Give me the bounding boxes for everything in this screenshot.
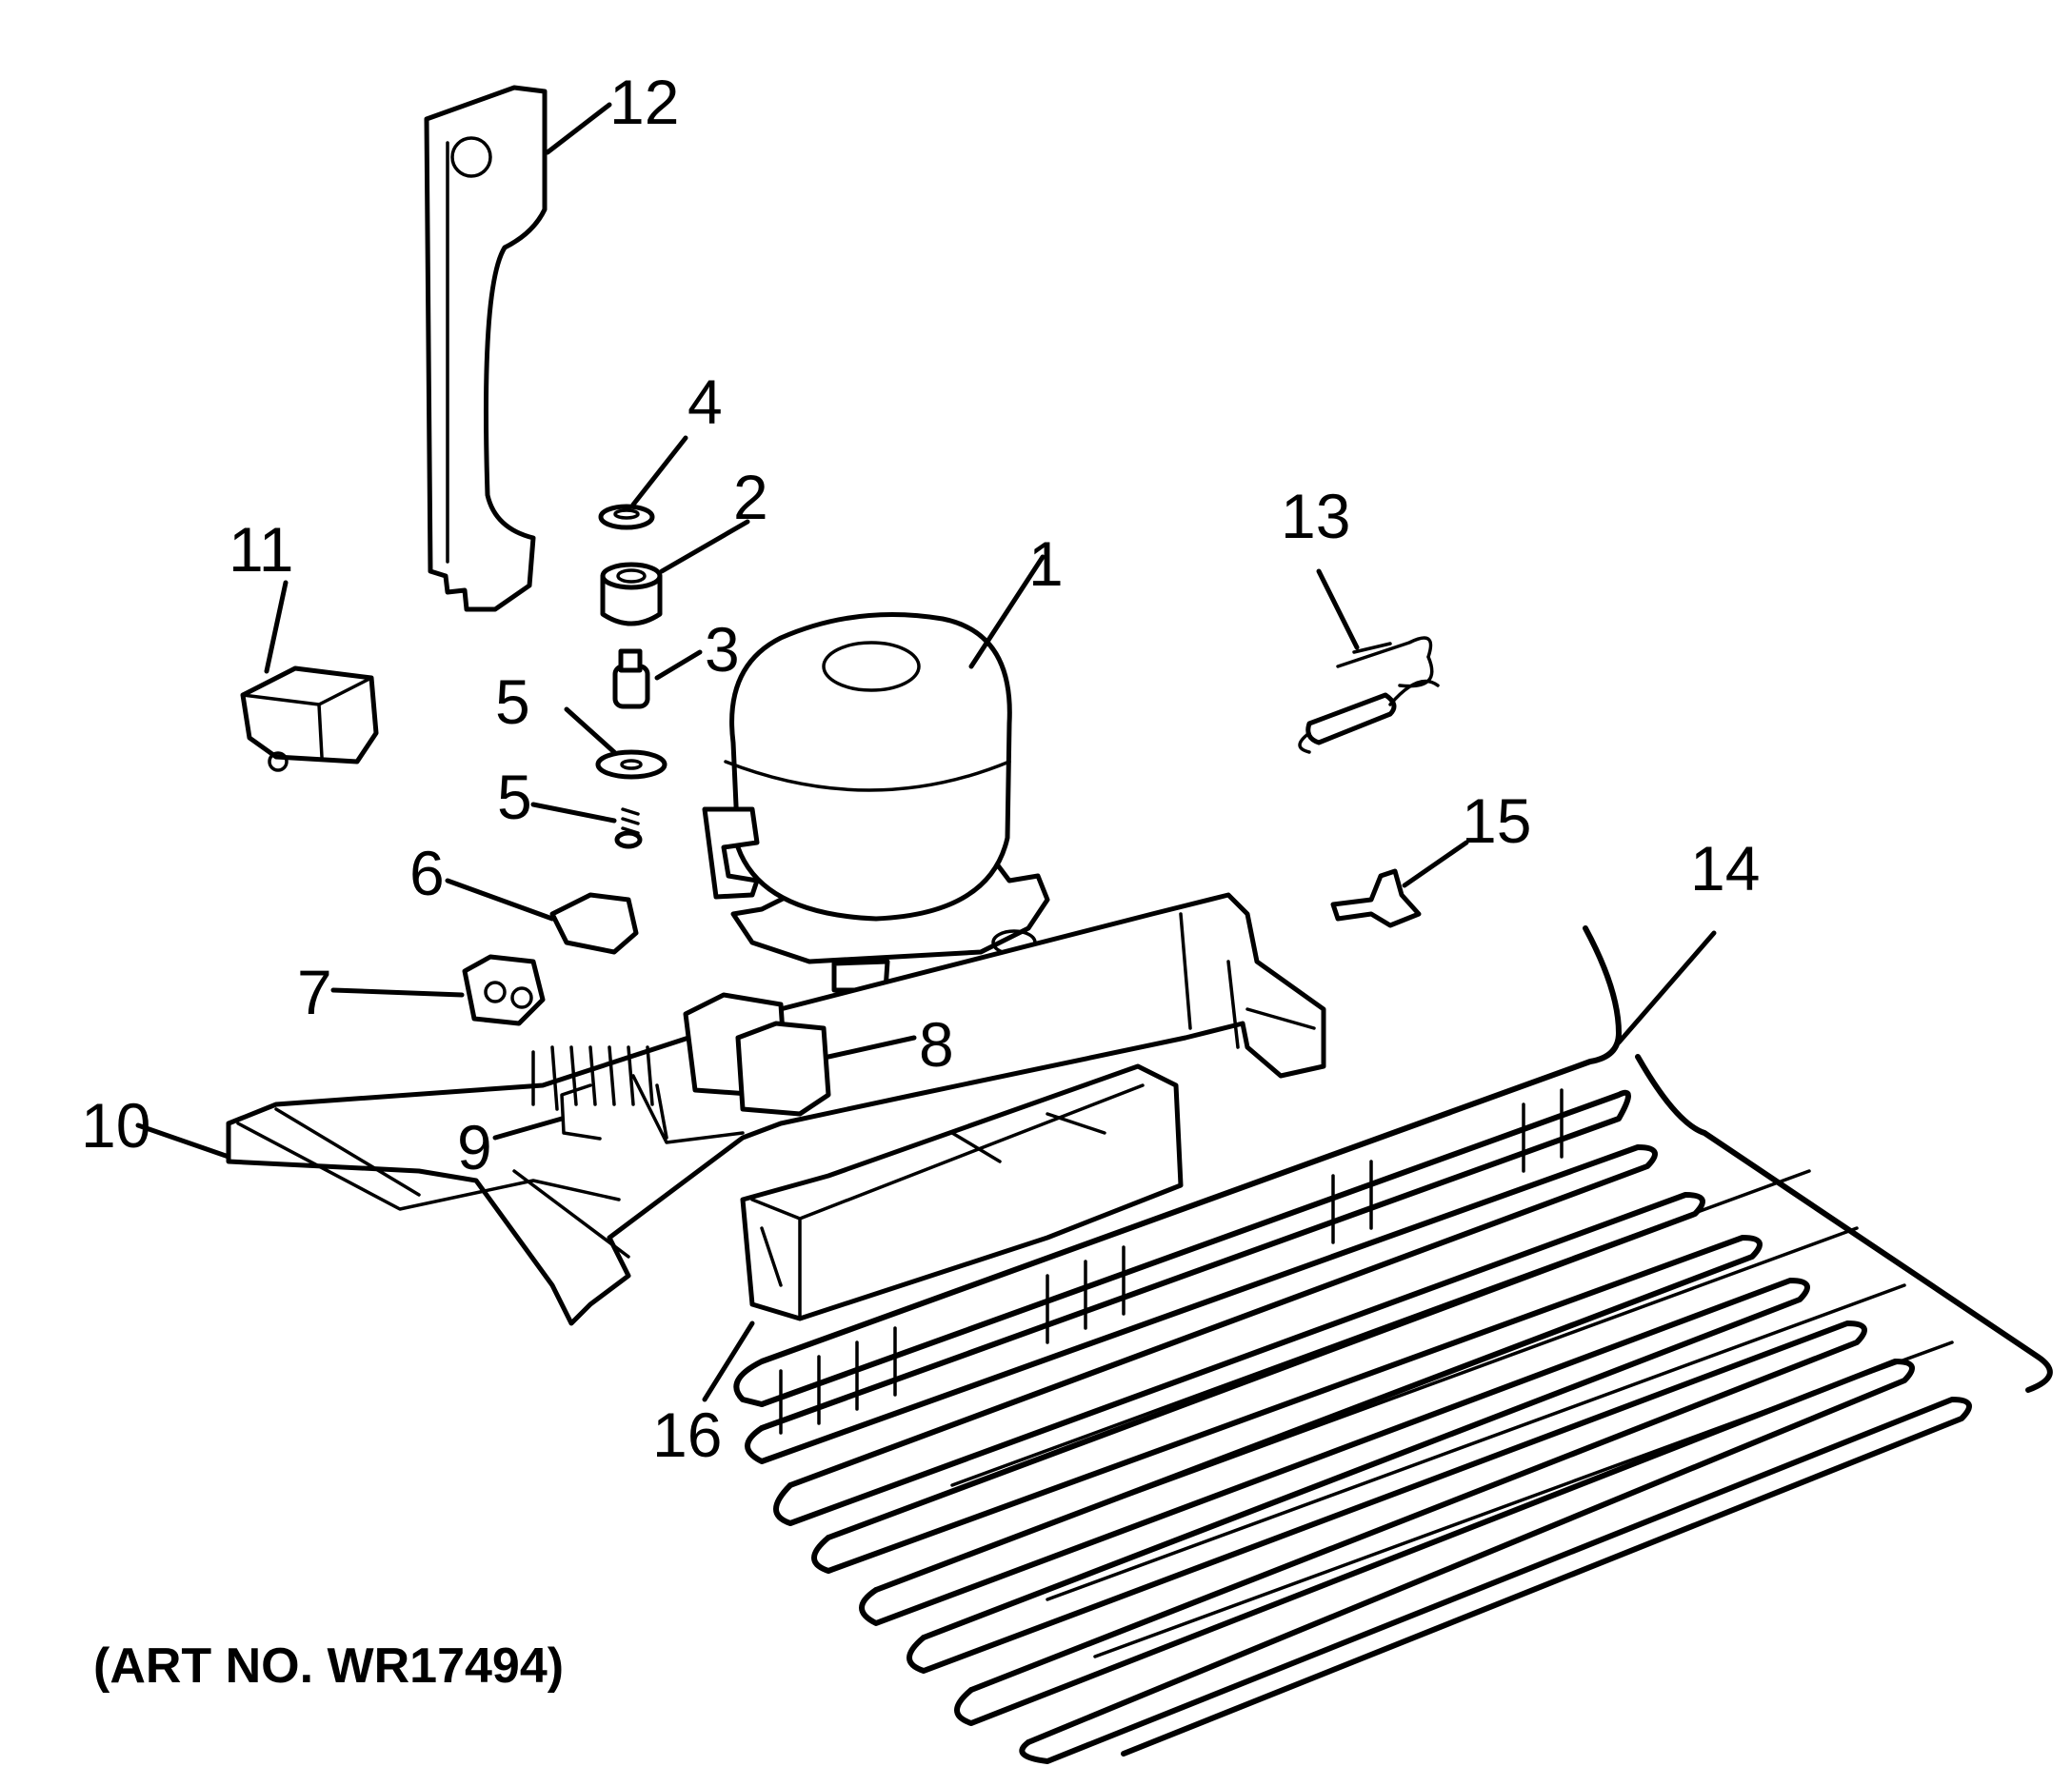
part-4-clip xyxy=(598,504,655,530)
part-5-washer xyxy=(595,749,667,780)
callout-labels: 1 2 3 4 5 5 6 7 8 9 10 11 12 13 14 15 16 xyxy=(81,67,1760,1470)
part-8-start-relay xyxy=(683,992,831,1117)
callout-10: 10 xyxy=(81,1090,150,1161)
part-9-wire-clip xyxy=(560,1083,602,1141)
part-11-relay xyxy=(240,665,379,772)
callout-7: 7 xyxy=(297,957,332,1027)
callout-11: 11 xyxy=(229,514,294,585)
callout-8: 8 xyxy=(919,1009,954,1080)
part-12-bracket xyxy=(424,85,548,612)
callout-3: 3 xyxy=(705,614,740,685)
callout-9: 9 xyxy=(457,1112,492,1182)
part-13-spring xyxy=(1298,636,1440,754)
part-15-clip xyxy=(1330,868,1422,928)
part-14-condenser-coil xyxy=(733,925,2053,1764)
part-3-sleeve xyxy=(612,648,650,709)
part-1-compressor xyxy=(702,612,1050,993)
part-7-terminal xyxy=(462,954,546,1026)
callout-14: 14 xyxy=(1690,833,1760,903)
callout-6: 6 xyxy=(409,838,445,908)
callout-1: 1 xyxy=(1028,528,1064,599)
callout-4: 4 xyxy=(687,367,723,437)
callout-16: 16 xyxy=(652,1400,722,1470)
part-5-screw xyxy=(614,807,643,849)
callout-13: 13 xyxy=(1281,481,1350,551)
art-number-caption: (ART NO. WR17494) xyxy=(93,1638,565,1694)
callout-15: 15 xyxy=(1462,785,1531,856)
callout-12: 12 xyxy=(609,67,679,137)
callout-5-screw: 5 xyxy=(497,762,532,832)
part-2-grommet xyxy=(600,562,663,626)
part-16-insulation xyxy=(740,1063,1184,1321)
leader-lines xyxy=(135,102,1717,1402)
part-6-cover xyxy=(549,892,639,955)
callout-2: 2 xyxy=(733,462,768,532)
callout-5-washer: 5 xyxy=(495,666,530,737)
